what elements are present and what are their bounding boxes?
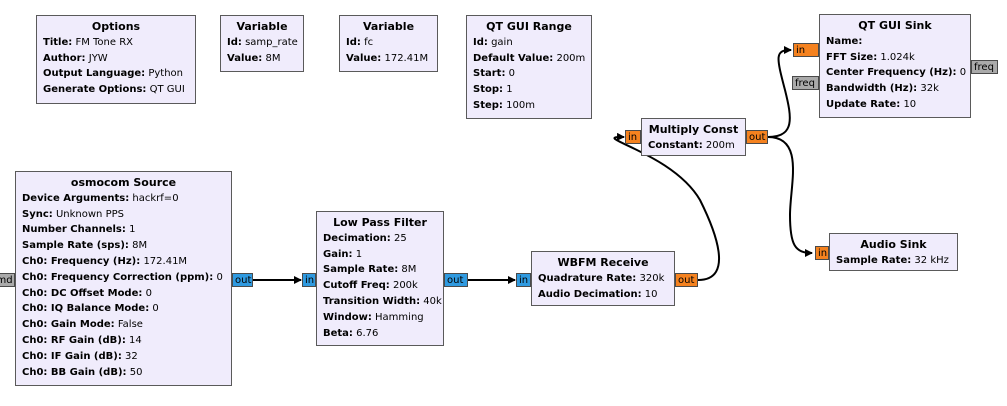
block-title: Multiply Const (648, 123, 739, 136)
param-row: Window: Hamming (323, 311, 424, 323)
block-title: QT GUI Range (486, 20, 572, 33)
qt-sink-freq-out-port[interactable]: freq (971, 60, 998, 74)
param-row: Sync: Unknown PPS (22, 208, 124, 220)
wire-multiply-to-audiosink[interactable] (767, 136, 813, 257)
param-row: Generate Options: QT GUI (43, 84, 185, 96)
param-row: Ch0: Frequency Correction (ppm): 0 (22, 271, 223, 283)
param-row: Title: FM Tone RX (43, 36, 133, 48)
param-row: Author: JYW (43, 52, 108, 64)
variable-samp-rate-block[interactable]: Variable Id: samp_rate Value: 8M (220, 15, 304, 72)
param-row: Gain: 1 (323, 248, 363, 260)
param-row: Stop: 1 (473, 84, 513, 96)
param-row: Center Frequency (Hz): 0 (826, 67, 967, 79)
param-row: Ch0: DC Offset Mode: 0 (22, 287, 152, 299)
options-block[interactable]: Options Title: FM Tone RX Author: JYW Ou… (36, 15, 196, 104)
lpf-in-port[interactable]: in (302, 273, 316, 287)
param-row: Value: 172.41M (346, 52, 429, 64)
param-row: Decimation: 25 (323, 232, 407, 244)
param-row: Quadrature Rate: 320k (538, 272, 665, 284)
param-row: Value: 8M (227, 52, 281, 64)
param-row: Ch0: IQ Balance Mode: 0 (22, 303, 159, 315)
param-row: Ch0: IF Gain (dB): 32 (22, 350, 138, 362)
param-row: Step: 100m (473, 99, 535, 111)
param-row: Ch0: BB Gain (dB): 50 (22, 366, 143, 378)
block-title: Low Pass Filter (333, 216, 427, 229)
param-row: Number Channels: 1 (22, 224, 136, 236)
param-row: Ch0: Frequency (Hz): 172.41M (22, 255, 188, 267)
osmocom-source-block[interactable]: osmocom Source Device Arguments: hackrf=… (15, 171, 232, 386)
param-row: FFT Size: 1.024k (826, 51, 915, 63)
wbfm-out-port[interactable]: out (675, 273, 698, 287)
multiply-out-port[interactable]: out (746, 130, 768, 144)
audio-sink-in-port[interactable]: in (815, 246, 829, 260)
block-title: Variable (362, 20, 415, 33)
param-row: Transition Width: 40k (323, 295, 442, 307)
param-row: Constant: 200m (648, 139, 735, 151)
qt-gui-range-block[interactable]: QT GUI Range Id: gain Default Value: 200… (466, 15, 592, 119)
param-row: Bandwidth (Hz): 32k (826, 83, 939, 95)
wbfm-receive-block[interactable]: WBFM Receive Quadrature Rate: 320k Audio… (531, 251, 675, 306)
block-title: Options (91, 20, 141, 33)
low-pass-filter-block[interactable]: Low Pass Filter Decimation: 25 Gain: 1 S… (316, 211, 444, 346)
param-row: Ch0: RF Gain (dB): 14 (22, 334, 142, 346)
param-row: Output Language: Python (43, 68, 184, 80)
param-row: Default Value: 200m (473, 52, 586, 64)
variable-fc-block[interactable]: Variable Id: fc Value: 172.41M (339, 15, 438, 72)
wire-multiply-to-qtsink[interactable] (767, 46, 792, 138)
param-row: Sample Rate (sps): 8M (22, 240, 148, 252)
param-row: Id: fc (346, 36, 374, 48)
param-row: Sample Rate: 32 kHz (836, 254, 949, 266)
param-row: Id: gain (473, 36, 513, 48)
wire-wbfm-to-multiply[interactable] (613, 132, 721, 281)
qt-gui-sink-block[interactable]: QT GUI Sink Name: FFT Size: 1.024k Cente… (819, 14, 971, 118)
block-title: QT GUI Sink (858, 19, 932, 32)
osmocom-out-port[interactable]: out (232, 273, 253, 287)
lpf-out-port[interactable]: out (444, 273, 468, 287)
param-row: Name: (826, 35, 863, 47)
param-row: Start: 0 (473, 68, 516, 80)
block-title: osmocom Source (70, 176, 177, 189)
param-row: Device Arguments: hackrf=0 (22, 192, 179, 204)
param-row: Audio Decimation: 10 (538, 288, 658, 300)
block-title: Variable (236, 20, 288, 33)
multiply-const-block[interactable]: Multiply Const Constant: 200m (641, 118, 746, 156)
wbfm-in-port[interactable]: in (516, 273, 531, 287)
audio-sink-block[interactable]: Audio Sink Sample Rate: 32 kHz (829, 233, 958, 271)
param-row: Sample Rate: 8M (323, 264, 417, 276)
qt-sink-freq-in-port[interactable]: freq (792, 76, 819, 90)
param-row: Cutoff Freq: 200k (323, 280, 418, 292)
param-row: Ch0: Gain Mode: False (22, 319, 143, 331)
osmocom-cmd-port[interactable]: cmd (0, 273, 15, 287)
multiply-in-port[interactable]: in (625, 130, 641, 144)
qt-sink-in-port[interactable]: in (793, 43, 819, 57)
block-title: Audio Sink (860, 238, 927, 251)
param-row: Id: samp_rate (227, 36, 298, 48)
param-row: Beta: 6.76 (323, 327, 379, 339)
param-row: Update Rate: 10 (826, 98, 917, 110)
block-title: WBFM Receive (557, 256, 649, 269)
